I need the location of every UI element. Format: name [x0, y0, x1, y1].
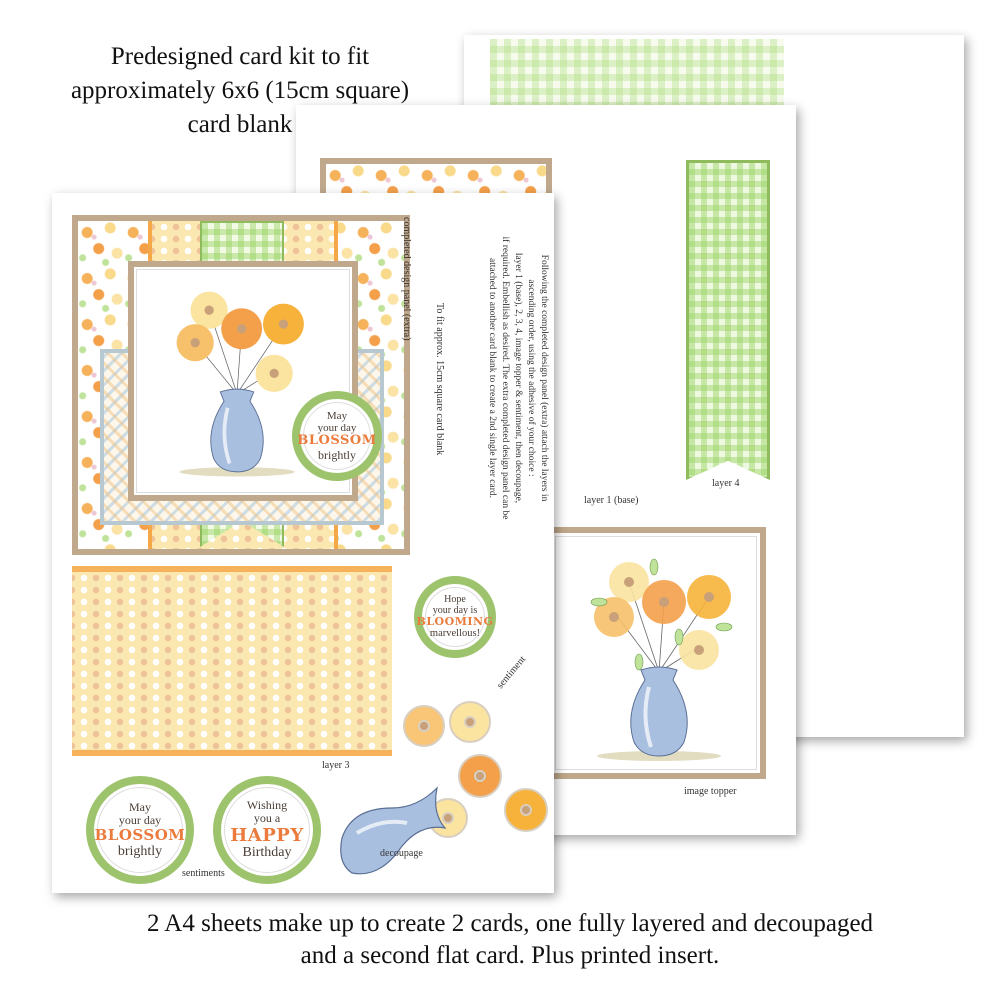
image-topper-panel: [546, 527, 766, 779]
sentiment-line: Hope: [444, 594, 466, 606]
sentiment-headline: BLOSSOM: [297, 433, 377, 449]
label-decoupage: decoupage: [380, 848, 423, 859]
caption-top-line-1: Predesigned card kit to fit: [110, 43, 370, 70]
sentiment-line: brightly: [117, 843, 163, 859]
label-completed-panel: completed design panel (extra): [401, 217, 412, 341]
sentiment-headline: BLOOMING: [416, 615, 494, 629]
sentiment-line: your day is: [432, 605, 478, 617]
sentiment-line: May: [326, 410, 348, 423]
image-topper-inner: [552, 533, 760, 773]
instruction-line: Following the completed design panel (ex…: [539, 254, 549, 502]
label-layer-3: layer 3: [322, 760, 350, 771]
caption-bottom-line-1: 2 A4 sheets make up to create 2 cards, o…: [146, 910, 874, 937]
instructions-fit: To fit approx. 15cm square card blank: [434, 303, 445, 456]
sentiment-blossom: May your day BLOSSOM brightly: [86, 776, 194, 884]
sentiment-birthday: Wishing you a HAPPY Birthday: [213, 776, 321, 884]
completed-design-panel: May your day BLOSSOM brightly: [72, 215, 410, 555]
label-layer-1: layer 1 (base): [584, 495, 639, 506]
sentiment-hope: Hope your day is BLOOMING marvellous!: [414, 576, 496, 658]
instruction-line: layer 1 (base), 2, 3, 4, image topper & …: [513, 252, 523, 504]
caption-top: Predesigned card kit to fit approximatel…: [30, 40, 450, 142]
sentiment-headline: HAPPY: [230, 824, 304, 846]
caption-bottom-line-2: and a second flat card. Plus printed ins…: [300, 942, 720, 969]
sentiment-line: you a: [253, 811, 281, 826]
panel-sentiment-blossom: May your day BLOSSOM brightly: [292, 391, 382, 481]
sentiment-line: your day: [317, 422, 357, 435]
label-sentiments: sentiments: [182, 868, 225, 879]
sentiment-line: Birthday: [242, 845, 292, 861]
label-sentiment: sentiment: [494, 654, 529, 691]
caption-bottom: 2 A4 sheets make up to create 2 cards, o…: [70, 908, 950, 972]
sentiment-line: May: [129, 799, 151, 814]
layer-4-banner: [686, 160, 770, 480]
sentiment-line: brightly: [318, 447, 356, 462]
decoupage-flowers-icon: [403, 701, 548, 838]
instructions-block: Following the completed design panel (ex…: [485, 213, 550, 543]
sentiment-headline: BLOSSOM: [94, 826, 186, 845]
caption-top-line-3: card blank: [187, 111, 293, 138]
instruction-line: ascending order, using the adhesive of y…: [526, 279, 536, 477]
label-layer-4: layer 4: [712, 478, 740, 489]
instruction-line: if required. Embellish as desired. The e…: [500, 236, 510, 520]
layer-3-polka-panel: [72, 566, 392, 756]
instruction-line: attached to another card blank to create…: [487, 257, 497, 499]
sheet-one: May your day BLOSSOM brightly completed …: [52, 193, 554, 893]
sentiment-line: Wishing: [246, 798, 288, 813]
sentiment-line: marvellous!: [429, 628, 481, 640]
panel-vase-bouquet-icon: [176, 291, 304, 477]
vase-bouquet-icon: [590, 558, 733, 761]
sentiment-line: your day: [118, 813, 162, 828]
caption-top-line-2: approximately 6x6 (15cm square): [70, 77, 410, 104]
decoupage-vase-icon: [340, 786, 447, 875]
label-image-topper: image topper: [684, 786, 737, 797]
